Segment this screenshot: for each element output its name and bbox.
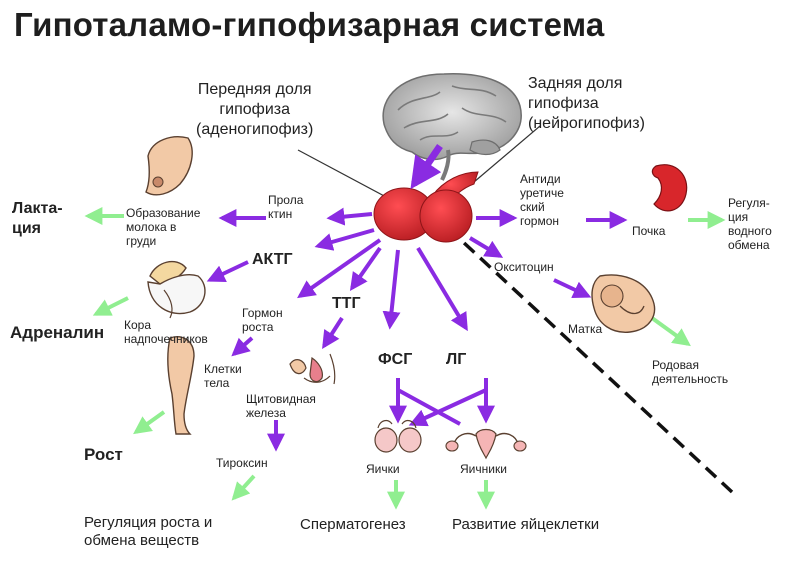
arrow-to-adrenaline [92,296,129,316]
label-line: Клетки [204,362,242,376]
label-line: железа [246,406,286,420]
growth-metabolism-label: Регуляция роста и обмена веществ [84,514,212,550]
growth-label: Рост [84,445,123,464]
label-line: гипофиза [528,95,599,112]
testes-label: Яички [366,462,400,476]
label-line: Прола [268,193,304,207]
adrenal-cortex-label: Кора надпочечников [124,318,208,346]
arrow-to-labor [650,316,691,347]
testes-illustration [374,419,422,453]
label-line: Лакта- [12,200,63,217]
label-line: гипофиза [219,101,290,118]
oxytocin-label: Окситоцин [494,260,554,274]
label-line: уретиче [520,186,564,200]
label-line: Передняя доля [197,81,312,98]
arrow-to-growth-metabolism [231,474,256,501]
growth-hormone-label: Гормон роста [242,306,283,334]
label-line: надпочечников [124,332,208,346]
label-line: Образование [126,206,201,220]
label-line: ский [520,200,545,214]
label-line: обмена [728,238,770,252]
arrow-to-prolactin [326,207,373,226]
leg-illustration [167,336,195,435]
label-line: обмена веществ [84,532,200,549]
arrow-to-growth-hormone [297,238,382,299]
label-line: роста [242,320,274,334]
labor-label: Родовая деятельность [652,358,728,386]
arrow-to-adrenal [206,260,249,282]
pointer-lines [297,125,541,199]
hypothalamus-arrow [410,144,443,190]
fsh-label: ФСГ [378,351,413,368]
adrenal-illustration [147,260,206,319]
arrow-to-body-cells [231,336,254,357]
breast-illustration [145,136,193,196]
milk-formation-label: Образование молока в груди [126,206,200,248]
label-line: Кора [124,318,152,332]
label-line: Щитовидная [246,392,316,406]
acth-label: АКТГ [252,251,293,268]
label-line: Гормон [242,306,283,320]
label-line: Родовая [652,358,699,372]
anterior-lobe-label: Передняя доля гипофиза (аденогипофиз) [196,80,313,140]
fetus-illustration [591,274,656,333]
label-line: тела [204,376,230,390]
label-line: Задняя доля [528,75,623,92]
kidney-label: Почка [632,224,666,238]
uterus-label: Матка [568,322,603,336]
label-line: водного [728,224,772,238]
page-title: Гипоталамо-гипофизарная система [14,6,605,43]
ovaries-illustration [445,428,527,460]
label-line: деятельность [652,372,729,386]
arrow-to-oxytocin [468,236,504,258]
arrow-to-uterus [553,278,592,299]
adrenaline-label: Адреналин [10,323,105,342]
label-line: Регуля- [728,196,770,210]
label-line: молока в [126,220,177,234]
label-line: груди [126,234,157,248]
label-line: (аденогипофиз) [196,121,314,138]
thyroid-label: Щитовидная железа [246,392,316,420]
arrow-to-lh [416,246,468,332]
spermatogenesis-label: Сперматогенез [300,516,406,533]
lactation-label: Лакта- ция [12,199,63,239]
adh-label: Антиди уретиче ский гормон [520,172,564,228]
label-line: Антиди [520,172,561,186]
ovaries-label: Яичники [460,462,507,476]
pituitary-gland [373,171,479,243]
label-line: гормон [520,214,560,228]
label-line: ция [728,210,749,224]
label-line: ция [12,220,42,237]
arrows-fsh-lh-to-gonads [398,378,488,424]
thyroid-illustration [289,353,336,385]
arrow-to-tsh [349,246,382,291]
effect-arrows [84,207,726,510]
arrow-to-thyroid [322,316,344,350]
tsh-label: ТТГ [332,295,361,312]
arrow-to-acth [314,228,375,251]
arrow-to-growth [133,410,166,435]
brain-illustration [382,73,522,181]
kidney-illustration [651,164,688,212]
label-line: (нейрогипофиз) [528,115,645,132]
label-line: Регуляция роста и [84,514,213,531]
body-cells-label: Клетки тела [204,362,242,390]
label-line: ктин [268,207,293,221]
thyroxine-label: Тироксин [216,456,268,470]
prolactin-label: Прола ктин [268,193,303,221]
water-regulation-label: Регуля- ция водного обмена [728,196,772,252]
posterior-lobe-label: Задняя доля гипофиза (нейрогипофиз) [528,74,645,134]
lh-label: ЛГ [446,351,467,368]
arrow-to-fsh [382,249,401,330]
hormone-arrows [206,207,628,452]
egg-development-label: Развитие яйцеклетки [452,516,600,533]
